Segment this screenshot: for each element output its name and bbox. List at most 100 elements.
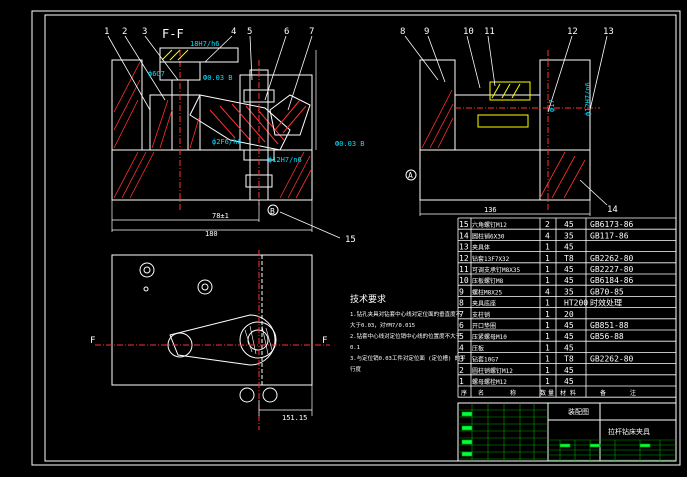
inner-border bbox=[44, 14, 677, 462]
top-plate bbox=[159, 47, 239, 63]
plan-bolt-1 bbox=[139, 262, 155, 278]
bom-cell-no: 10 bbox=[459, 276, 469, 285]
bom-cell-material: 45 bbox=[564, 243, 574, 252]
label-14: 14 bbox=[607, 205, 618, 215]
bom-cell-standard: GB2227-80 bbox=[590, 265, 634, 274]
bom-cell-standard: GB56-88 bbox=[590, 332, 624, 341]
bom-cell-name: 螺柱M8X25 bbox=[472, 288, 502, 296]
bom-cell-no: 4 bbox=[459, 343, 464, 352]
bom-cell-material: T8 bbox=[564, 355, 574, 364]
bom-header-cell: 数 bbox=[540, 389, 546, 397]
section-label: F-F bbox=[162, 27, 184, 41]
bom-cell-qty: 1 bbox=[545, 243, 550, 252]
title-grid-mark bbox=[639, 443, 651, 448]
title-grid-mark bbox=[461, 439, 473, 445]
leaders-left bbox=[107, 35, 313, 111]
bom-header-cell: 名 bbox=[478, 389, 484, 397]
title-grid-mark bbox=[461, 451, 473, 457]
bom-cell-material: 45 bbox=[564, 366, 574, 375]
side-view: 8 9 10 11 12 13 14 A 136 ф17 ф12H7/n6 bbox=[400, 27, 618, 216]
clamp-plate bbox=[189, 94, 291, 151]
bom-cell-qty: 1 bbox=[545, 299, 550, 308]
leader-num-12: 12 bbox=[567, 27, 578, 37]
bom-cell-qty: 1 bbox=[545, 254, 550, 263]
bom-cell-qty: 1 bbox=[545, 276, 550, 285]
bom-cell-name: 钻套10G7 bbox=[472, 356, 499, 364]
bom-cell-name: 圆柱销6X30 bbox=[472, 232, 505, 240]
bom-cell-no: 6 bbox=[459, 321, 464, 330]
bom-cell-name: 钻套13F7X32 bbox=[472, 255, 510, 263]
plan-bolt-4 bbox=[262, 387, 278, 403]
leader-num-9: 9 bbox=[424, 27, 429, 37]
leader-num-2: 2 bbox=[122, 27, 127, 37]
bom-cell-standard: GB2262-80 bbox=[590, 355, 634, 364]
leader-15 bbox=[279, 211, 341, 239]
title-block-frame bbox=[457, 402, 677, 462]
bom-header-cell: 称 bbox=[510, 389, 516, 397]
bom-cell-material: 20 bbox=[564, 310, 574, 319]
marker-a-circle bbox=[405, 169, 417, 181]
dim-12h7-right: ф12H7/n6 bbox=[584, 82, 592, 116]
bom-cell-no: 8 bbox=[459, 299, 464, 308]
bom-header-cell: 序 bbox=[461, 389, 467, 397]
bom-cell-material: 45 bbox=[564, 265, 574, 274]
bom-cell-qty: 1 bbox=[545, 265, 550, 274]
dim-18h7: 18H7/h6 bbox=[190, 40, 220, 48]
bom-cell-name: 螺母螺栓M12 bbox=[472, 378, 507, 386]
title-grid-mark bbox=[559, 443, 571, 448]
bom-cell-material: 45 bbox=[564, 377, 574, 386]
title-grid-mark bbox=[461, 425, 473, 431]
bom-header-cell: 注 bbox=[630, 389, 636, 397]
bom-cell-standard: 时效处理 bbox=[590, 298, 622, 308]
marker-a: A bbox=[408, 171, 413, 180]
dim-151: 151.15 bbox=[282, 414, 307, 422]
side-bushing bbox=[477, 81, 531, 128]
bushing-hatch bbox=[151, 99, 200, 149]
dim-tol-b: Ф0.03 B bbox=[203, 74, 233, 82]
leader-num-11: 11 bbox=[484, 27, 495, 37]
bom-cell-qty: 1 bbox=[545, 310, 550, 319]
dim-2f6: ф2F6/h6 bbox=[212, 138, 242, 146]
tech-req-line-6: 行度 bbox=[350, 365, 362, 373]
bom-cell-material: 45 bbox=[564, 332, 574, 341]
bom-cell-name: 压板螺钉M8 bbox=[472, 277, 504, 285]
bom-cell-qty: 2 bbox=[545, 220, 550, 229]
section-marker-right: F bbox=[322, 336, 327, 346]
leader-num-5: 5 bbox=[247, 27, 252, 37]
bom-cell-material: T8 bbox=[564, 254, 574, 263]
plan-bolt-3 bbox=[239, 387, 255, 403]
plan-bolt-2 bbox=[197, 279, 213, 295]
bom-cell-no: 14 bbox=[459, 231, 469, 240]
dim-6g7: ф6G7 bbox=[148, 70, 165, 78]
bom-cell-no: 12 bbox=[459, 254, 469, 263]
bom-cell-qty: 1 bbox=[545, 321, 550, 330]
bom-cell-material: 45 bbox=[564, 321, 574, 330]
bom-header-cell: 材 bbox=[560, 389, 566, 397]
label-15: 15 bbox=[345, 235, 356, 245]
bom-header-cell: 料 bbox=[570, 389, 576, 397]
bom-cell-no: 3 bbox=[459, 355, 464, 364]
bom-cell-material: 35 bbox=[564, 287, 574, 296]
bom-cell-qty: 1 bbox=[545, 366, 550, 375]
bom-cell-no: 13 bbox=[459, 243, 469, 252]
bom-cell-no: 2 bbox=[459, 366, 464, 375]
leader-num-3: 3 bbox=[142, 27, 147, 37]
section-marker-left: F bbox=[90, 336, 95, 346]
bom-cell-standard: GB117-86 bbox=[590, 231, 629, 240]
dim-12h7: ф12H7/n6 bbox=[268, 156, 302, 164]
leader-num-8: 8 bbox=[400, 27, 405, 37]
plan-view: F F 151.15 bbox=[90, 250, 330, 430]
bom-cell-material: 45 bbox=[564, 220, 574, 229]
title-block: 装配图 拉杆钻床夹具 bbox=[457, 402, 677, 462]
bom-cell-no: 11 bbox=[459, 265, 469, 274]
bom-header-cell: 备 bbox=[600, 389, 606, 397]
dim-tol-right: Ф0.03 B bbox=[335, 140, 365, 148]
bom-cell-material: HT200 bbox=[564, 299, 588, 308]
right-bracket bbox=[269, 94, 311, 136]
dimension-lines-ff bbox=[111, 50, 317, 232]
plan-lever bbox=[169, 314, 276, 366]
bom-cell-no: 7 bbox=[459, 310, 464, 319]
dim-78: 78±1 bbox=[212, 212, 229, 220]
bom-header-cell: 量 bbox=[548, 390, 554, 397]
